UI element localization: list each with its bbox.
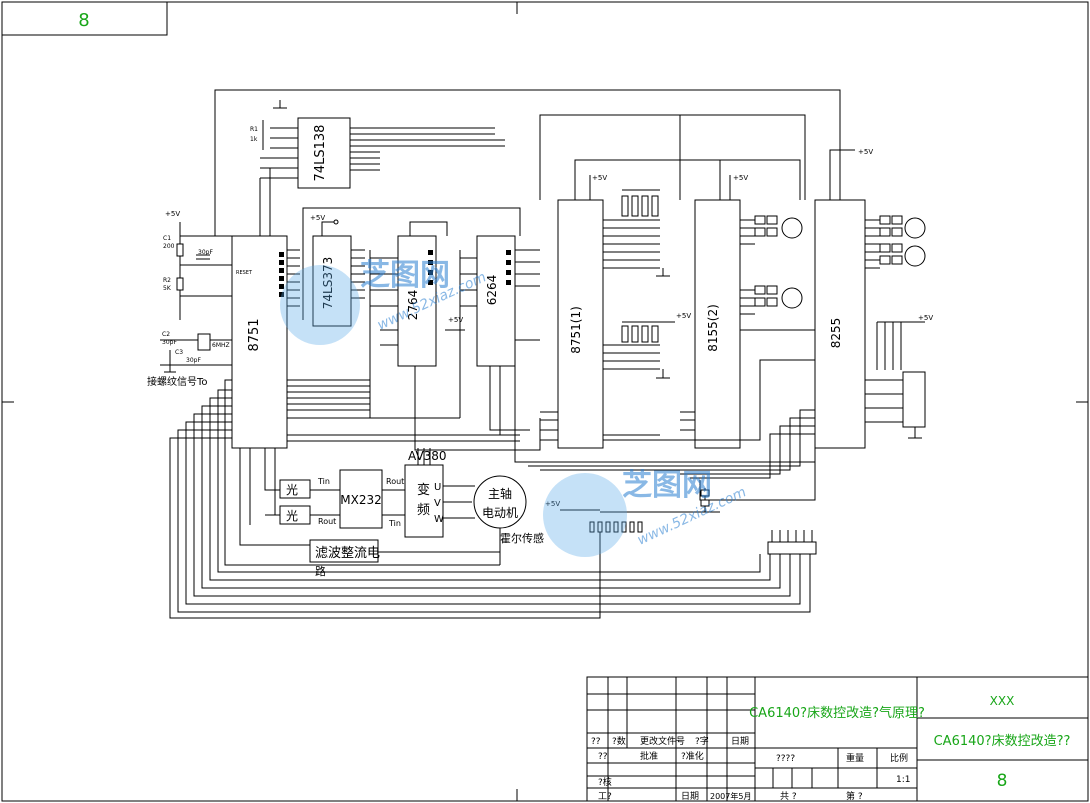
title-block: CA6140?床数控改造?气原理? XXX CA6140?床数控改造?? 8 ?… <box>586 676 1089 802</box>
chip-8751-label: 8751 <box>247 318 262 351</box>
svg-text:200: 200 <box>163 243 175 250</box>
control-bus-wires: +5V <box>514 262 817 555</box>
stepper-driver-z <box>879 215 926 267</box>
svg-text:1:1: 1:1 <box>896 775 910 785</box>
svg-text:?数: ?数 <box>612 735 626 747</box>
chip-6264-ram: 6264 +5V <box>414 235 541 451</box>
chip-2764-eprom: 2764 <box>369 221 460 419</box>
svg-text:??: ?? <box>591 737 601 747</box>
chip-8155-2: 8155(2) +5V <box>680 174 803 449</box>
chip-6264-label: 6264 <box>485 275 499 306</box>
chip-74ls138: 74LS138 R1 1k <box>250 117 505 236</box>
chip-8751-1: 8751(1) +5V +5V <box>540 174 691 449</box>
chip-74ls373: 74LS373 +5V <box>302 207 521 327</box>
svg-text:30pF: 30pF <box>162 339 177 346</box>
svg-text:R2: R2 <box>163 277 171 284</box>
svg-text:?字: ?字 <box>695 735 709 747</box>
svg-text:光: 光 <box>286 483 298 497</box>
svg-text:Rout: Rout <box>386 477 404 486</box>
filter-rectifier-box: 滤波整流电 路 <box>309 539 380 578</box>
svg-text:Tin: Tin <box>388 519 401 528</box>
svg-text:30pF: 30pF <box>186 357 201 364</box>
spindle-thread-signal-label: 接螺纹信号To <box>147 375 208 388</box>
project-title: CA6140?床数控改造?气原理? <box>749 705 925 721</box>
chip-8255-label: 8255 <box>829 318 843 349</box>
svg-text:+5V: +5V <box>545 500 560 508</box>
sheet-label-box <box>1 1 168 36</box>
svg-text:R1: R1 <box>250 126 258 133</box>
svg-text:频: 频 <box>417 503 430 518</box>
svg-text:变: 变 <box>417 482 430 498</box>
svg-text:AV380: AV380 <box>408 449 447 463</box>
svg-text:1k: 1k <box>250 136 258 143</box>
drawing-title: CA6140?床数控改造?? <box>934 734 1071 749</box>
svg-text:+5V: +5V <box>918 314 933 322</box>
svg-text:+5V: +5V <box>448 316 463 324</box>
svg-text:Tin: Tin <box>317 477 330 486</box>
svg-text:工?: 工? <box>598 792 612 802</box>
svg-text:重量: 重量 <box>846 752 864 764</box>
svg-text:+5V: +5V <box>858 148 873 156</box>
company-name: XXX <box>990 694 1015 708</box>
stepper-driver-x <box>754 215 803 309</box>
optocoupler-2: 光 <box>279 505 311 525</box>
svg-text:芝图网: 芝图网 <box>360 258 450 293</box>
optocoupler-1: 光 <box>279 479 311 499</box>
mx232-chip: MX232 Tin Rout Rout Tin <box>317 469 404 529</box>
svg-text:批准: 批准 <box>640 750 658 762</box>
svg-text:+5V: +5V <box>733 174 748 182</box>
svg-text:更改文件号: 更改文件号 <box>640 735 685 747</box>
svg-text:??: ?? <box>598 752 608 762</box>
svg-text:+5V: +5V <box>676 312 691 320</box>
svg-text:芝图网: 芝图网 <box>622 468 712 503</box>
chip-8751-1-label: 8751(1) <box>569 306 583 354</box>
svg-text:+5V: +5V <box>592 174 607 182</box>
svg-text:+5V: +5V <box>165 210 180 218</box>
svg-text:5K: 5K <box>163 285 172 292</box>
svg-text:共 ?: 共 ? <box>780 791 797 802</box>
spindle-motor: 主轴 电动机 霍尔传感 <box>473 475 544 545</box>
chip-2764-label: 2764 <box>406 290 420 321</box>
chip-8255: 8255 +5V +5V <box>814 148 933 449</box>
svg-text:比例: 比例 <box>890 752 908 764</box>
chip-8155-label: 8155(2) <box>706 304 720 352</box>
svg-text:W: W <box>434 514 444 525</box>
chip-74ls373-label: 74LS373 <box>321 257 335 309</box>
resistor-array-1: +5V <box>621 189 691 343</box>
port-bus-wires <box>169 379 811 619</box>
svg-text:2007年5月: 2007年5月 <box>710 791 751 801</box>
svg-text:电动机: 电动机 <box>482 506 518 520</box>
svg-text:Rout: Rout <box>318 517 336 526</box>
svg-text:30pF: 30pF <box>198 249 213 256</box>
svg-text:6MHZ: 6MHZ <box>212 342 230 349</box>
svg-text:?准化: ?准化 <box>681 750 704 762</box>
sheet-number-label: 8 <box>78 10 89 31</box>
svg-text:路: 路 <box>315 565 326 578</box>
svg-text:日期: 日期 <box>731 736 749 747</box>
svg-text:滤波整流电: 滤波整流电 <box>315 546 380 561</box>
svg-text:RESET: RESET <box>236 270 253 276</box>
top-bus-wires <box>214 89 855 236</box>
svg-text:U: U <box>434 482 441 493</box>
svg-text:C2: C2 <box>162 331 170 338</box>
mcu-reset-clock-circuit: +5V C1 200 30pF R2 5K C2 30pF 6MHZ C3 30… <box>160 210 232 373</box>
svg-text:霍尔传感: 霍尔传感 <box>500 532 544 545</box>
svg-text:C3: C3 <box>175 349 183 356</box>
sheet-number: 8 <box>997 771 1008 791</box>
svg-text:C1: C1 <box>163 235 171 242</box>
svg-text:?核: ?核 <box>598 776 612 788</box>
svg-text:+5V: +5V <box>310 214 325 222</box>
svg-text:日期: 日期 <box>681 791 699 802</box>
frequency-inverter: AV380 变 频 U V W <box>404 448 475 538</box>
svg-text:????: ???? <box>776 754 795 764</box>
svg-text:主轴: 主轴 <box>488 486 512 501</box>
chip-74ls138-label: 74LS138 <box>313 125 328 182</box>
svg-text:光: 光 <box>286 509 298 523</box>
svg-text:MX232: MX232 <box>340 493 381 507</box>
svg-text:V: V <box>434 498 441 509</box>
svg-text:第 ?: 第 ? <box>846 790 863 802</box>
